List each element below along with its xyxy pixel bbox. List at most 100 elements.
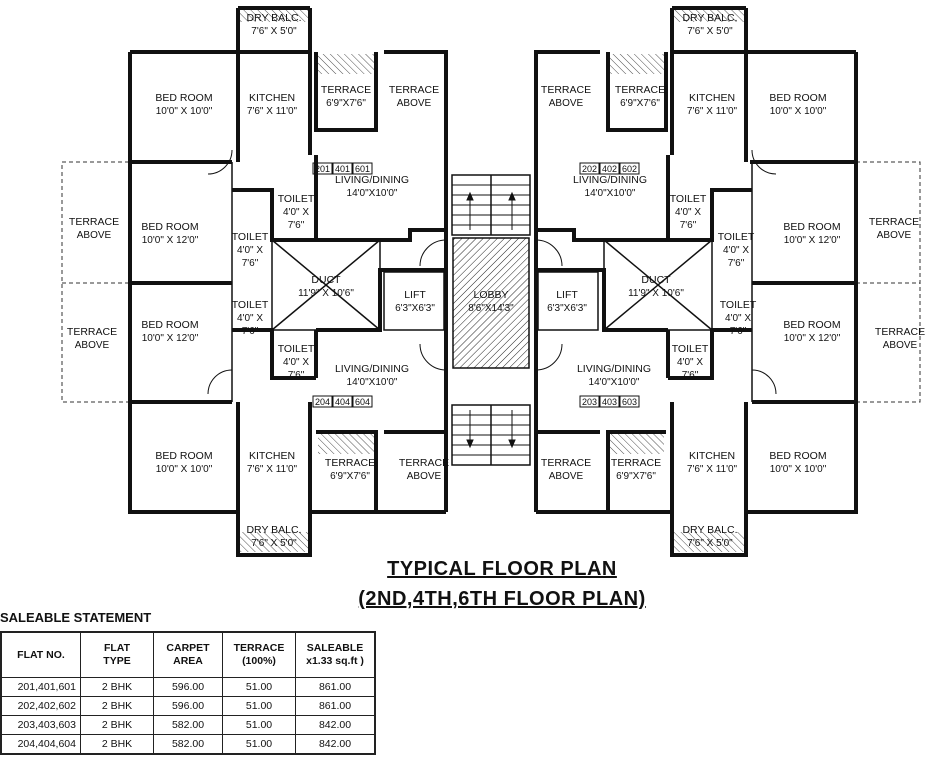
room-label: TERRACE ABOVE [541, 457, 591, 482]
table-cell: 2 BHK [80, 715, 154, 735]
table-cell: 203,403,603 [0, 715, 81, 735]
room-name: LIVING/DINING [577, 363, 651, 375]
room-size: 14'0"X10'0" [589, 377, 640, 388]
room-size: 10'0" X 12'0" [142, 235, 199, 246]
plan-title-block: TYPICAL FLOOR PLAN (2ND,4TH,6TH FLOOR PL… [352, 554, 652, 614]
statement-title: SALEABLE STATEMENT [0, 610, 152, 625]
room-size: ABOVE [75, 340, 110, 351]
room-name: DRY BALC. [682, 524, 737, 536]
table-cell: 204,404,604 [0, 734, 81, 755]
room-label: TERRACE ABOVE [541, 84, 591, 109]
unit-tag: 202 [582, 164, 597, 174]
unit-tag: 403 [602, 397, 617, 407]
room-name: BED ROOM [141, 319, 198, 331]
table-cell: 582.00 [153, 734, 223, 755]
room-size: 7'6" X 11'0" [687, 106, 738, 117]
room-size: 4'0" X [723, 245, 749, 256]
room-size: ABOVE [549, 471, 584, 482]
table-cell: 51.00 [222, 734, 296, 755]
stair-treads [452, 184, 530, 456]
room-size: 4'0" X [283, 357, 309, 368]
plan-title: TYPICAL FLOOR PLAN [387, 558, 617, 580]
terrace-outlines [61, 161, 921, 403]
unit-tag-box [332, 162, 353, 175]
room-name: LIFT [404, 289, 426, 301]
table-cell: 596.00 [153, 696, 223, 716]
unit-tag: 201 [315, 164, 330, 174]
room-size: 14'0"X10'0" [585, 188, 636, 199]
table-cell: 582.00 [153, 715, 223, 735]
room-label: BED ROOM 10'0" X 10'0" [155, 450, 212, 475]
unit-tag: 401 [335, 164, 350, 174]
room-name: TERRACE [541, 84, 591, 96]
room-label: DRY BALC.7'6" X 5'0" [682, 524, 737, 549]
table-header-cell: FLAT NO. [0, 631, 81, 678]
room-name: BED ROOM [155, 92, 212, 104]
table-cell: 2 BHK [80, 677, 154, 697]
room-size: 7'6" X 5'0" [687, 26, 733, 37]
unit-tag-box [312, 162, 333, 175]
room-name: TERRACE [325, 457, 375, 469]
room-size: 6'3"X6'3" [547, 303, 587, 314]
door-swings [207, 149, 777, 395]
table-cell: 201,401,601 [0, 677, 81, 697]
room-size: 14'0"X10'0" [347, 188, 398, 199]
unit-tag: 203 [582, 397, 597, 407]
unit-tag-box [312, 395, 333, 408]
room-size: 6'3"X6'3" [395, 303, 435, 314]
table-cell: 2 BHK [80, 734, 154, 755]
table-header-cell: TERRACE(100%) [222, 631, 296, 678]
room-size: 11'9" X 10'6" [628, 288, 684, 299]
plan-subtitle: (2ND,4TH,6TH FLOOR PLAN) [358, 588, 646, 610]
room-name: TERRACE [541, 457, 591, 469]
room-size: 10'0" X 10'0" [770, 464, 827, 475]
room-label: BED ROOM 10'0" X 10'0" [769, 92, 826, 117]
unit-tag-box [579, 395, 600, 408]
room-name: BED ROOM [155, 450, 212, 462]
room-name: TERRACE [69, 216, 119, 228]
room-size: 6'9"X7'6" [326, 98, 366, 109]
room-size: 4'0" X [675, 207, 701, 218]
room-size: ABOVE [549, 98, 584, 109]
table-cell: 51.00 [222, 677, 296, 697]
room-size: 7'6" [730, 326, 747, 337]
room-size: 4'0" X [725, 313, 751, 324]
unit-tag-box [352, 162, 373, 175]
room-name: TOILET [670, 193, 707, 205]
room-size: 7'6" X 5'0" [251, 538, 297, 549]
unit-tag: 604 [355, 397, 370, 407]
room-size: 10'0" X 10'0" [770, 106, 827, 117]
room-name: TERRACE [321, 84, 371, 96]
room-name: KITCHEN [249, 450, 295, 462]
lobby-hatch [452, 237, 530, 369]
terrace-hatch [240, 10, 744, 552]
room-size: 7'6" X 11'0" [247, 106, 298, 117]
table-cell: 596.00 [153, 677, 223, 697]
room-size: 10'0" X 10'0" [156, 464, 213, 475]
room-name: BED ROOM [769, 92, 826, 104]
room-name: TOILET [278, 343, 315, 355]
room-name: TERRACE [615, 84, 665, 96]
room-size: ABOVE [397, 98, 432, 109]
room-label: LIVING/DINING 14'0"X10'0" [577, 363, 651, 388]
unit-tag-box [599, 162, 620, 175]
room-name: TOILET [720, 299, 757, 311]
room-name: TERRACE [389, 84, 439, 96]
